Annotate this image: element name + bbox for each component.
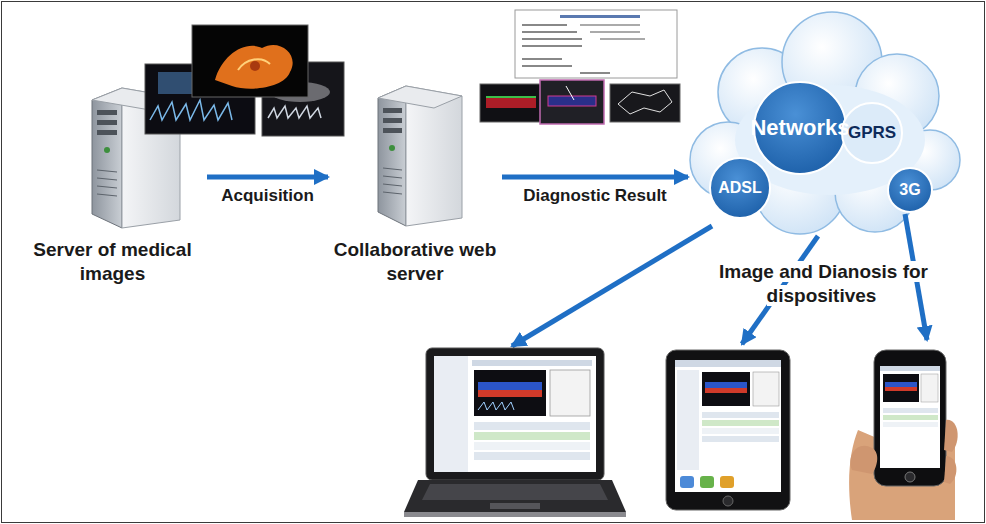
node-label: Server of medical images	[20, 238, 205, 286]
tablet-device	[666, 350, 790, 510]
caption-text: Image and Dianosis for dispositives	[717, 261, 928, 306]
node-label: Collaborative web server	[330, 238, 500, 286]
laptop-device	[404, 348, 626, 517]
network-cloud-node: NetworksGPRS ADSL 3G	[690, 8, 952, 240]
phone-in-hand	[849, 350, 958, 520]
network-cloud	[690, 12, 960, 234]
flow-arrow	[207, 175, 328, 180]
cloud-title: Networks	[750, 115, 849, 141]
network-name: 3G	[899, 181, 920, 199]
diagnostic-report	[480, 10, 680, 124]
server-node: Collaborative web server	[330, 70, 500, 290]
ultrasound-images	[145, 25, 344, 136]
arrow-label: Diagnostic Result	[523, 186, 667, 206]
network-name: GPRS	[848, 123, 896, 143]
caption-label: Image and Dianosis for dispositives	[700, 260, 945, 308]
server-node: Server of medical images	[20, 70, 205, 290]
network-name: ADSL	[718, 179, 762, 197]
server-tower	[378, 86, 462, 226]
arrow-label: Acquisition	[221, 186, 314, 206]
flow-arrow	[502, 175, 688, 180]
